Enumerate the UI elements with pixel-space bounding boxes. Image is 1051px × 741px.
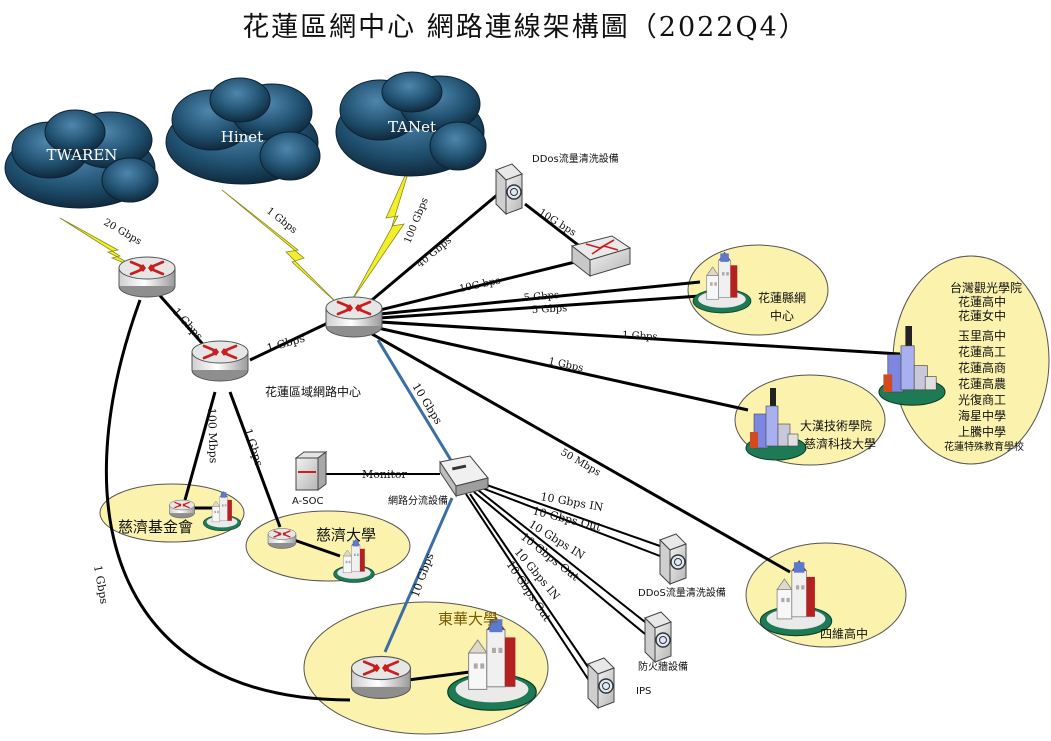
school-item: 花蓮女中 bbox=[958, 308, 1006, 323]
label-r1-ndhu-1g: 1 Gbps bbox=[91, 564, 111, 605]
link-tap-out-5 bbox=[469, 493, 591, 671]
label-county-5g-b: 5 Gbps bbox=[532, 303, 568, 316]
firewall-appliance bbox=[644, 611, 672, 663]
school-item: 花蓮高農 bbox=[958, 376, 1006, 391]
link-r2-foundation bbox=[183, 391, 217, 501]
lightning-hinet bbox=[221, 189, 341, 307]
router-tcu bbox=[267, 527, 297, 550]
ndhu-label: 東華大學 bbox=[438, 610, 498, 628]
siwei-label: 四維高中 bbox=[820, 626, 868, 641]
cloud-label-tanet: TANet bbox=[388, 118, 436, 136]
label-tap-ndhu-10g: 10 Gbps bbox=[409, 551, 437, 599]
label-tanet-100g: 100 Gbps bbox=[403, 196, 431, 245]
tcu-label: 慈濟大學 bbox=[316, 526, 376, 544]
school-item: 花蓮高工 bbox=[958, 344, 1006, 359]
school-item: 台灣觀光學院 bbox=[950, 280, 1022, 295]
router-distribution bbox=[190, 339, 250, 383]
dahan-label-line2: 慈濟科技大學 bbox=[804, 436, 876, 451]
label-twaren-20g: 20 Gbps bbox=[102, 217, 144, 247]
lightning-tanet bbox=[351, 159, 413, 301]
link-tap-out-3 bbox=[477, 489, 646, 623]
link-tap-out-2 bbox=[481, 487, 661, 557]
label-r2-foundation-100m: 100 Mbps bbox=[205, 408, 220, 464]
link-tap-out-1 bbox=[483, 483, 661, 547]
link-core-county-a bbox=[379, 280, 701, 316]
schools-list: 台灣觀光學院 花蓮高中 花蓮女中 玉里高中 花蓮高工 花蓮高商 花蓮高農 光復商… bbox=[944, 280, 1024, 453]
link-core-dahan bbox=[377, 326, 749, 412]
label-r2-core-1g: 1 Gbps bbox=[265, 332, 306, 355]
school-item: 上騰中學 bbox=[958, 424, 1006, 439]
link-tap-out-4 bbox=[473, 491, 646, 635]
cloud-tanet: TANet bbox=[335, 71, 487, 177]
link-r2-core bbox=[249, 320, 331, 362]
router-twaren-edge bbox=[117, 255, 177, 299]
ellipse-tcu bbox=[245, 510, 411, 582]
asoc-server bbox=[294, 451, 328, 491]
school-item: 花蓮高中 bbox=[958, 294, 1006, 309]
ddos-appliance-bottom bbox=[659, 533, 687, 585]
link-r2-tcu bbox=[228, 391, 282, 528]
foundation-label: 慈濟基金會 bbox=[118, 518, 193, 536]
link-core-county-b bbox=[379, 294, 701, 320]
school-item: 花蓮特殊教育學校 bbox=[944, 440, 1024, 453]
label-r1-r2-1g: 1 Gbps bbox=[170, 305, 206, 343]
link-tap-out-6 bbox=[465, 493, 591, 683]
link-r1-r2 bbox=[153, 289, 210, 351]
link-core-siwei bbox=[371, 332, 791, 574]
firewall-label: 防火牆設備 bbox=[638, 660, 688, 673]
label-dahan-1g: 1 Gbps bbox=[547, 356, 584, 374]
ddos-bottom-label: DDoS流量清洗設備 bbox=[638, 586, 726, 599]
tap-label: 網路分流設備 bbox=[388, 494, 448, 507]
router-core bbox=[324, 295, 384, 339]
ips-appliance bbox=[587, 657, 615, 709]
label-r2-tcu-1g: 1 Gbps bbox=[241, 427, 266, 468]
link-lines bbox=[104, 188, 901, 702]
label-schools-1g: 1 Gbps bbox=[622, 330, 658, 343]
cloud-hinet: Hinet bbox=[165, 77, 321, 185]
router-ndhu bbox=[350, 655, 412, 700]
school-item: 花蓮高商 bbox=[958, 360, 1006, 375]
cloud-twaren: TWAREN bbox=[4, 109, 159, 209]
label-hinet-1g: 1 Gbps bbox=[264, 206, 299, 237]
link-core-switch bbox=[379, 260, 576, 312]
school-item: 海星中學 bbox=[958, 408, 1006, 423]
link-ddos-switch bbox=[524, 202, 583, 250]
cloud-label-twaren: TWAREN bbox=[47, 146, 118, 164]
ips-label: IPS bbox=[636, 686, 651, 697]
link-tap-ndhu bbox=[383, 497, 454, 653]
router-foundation bbox=[168, 499, 196, 519]
county-label-line2: 中心 bbox=[770, 308, 794, 323]
link-ndhu-campus bbox=[407, 670, 471, 682]
cloud-label-hinet: Hinet bbox=[221, 128, 263, 146]
label-county-5g-a: 5 Gbps bbox=[523, 290, 559, 304]
link-core-ddos bbox=[371, 188, 504, 302]
core-label: 花蓮區域網路中心 bbox=[265, 384, 361, 399]
label-monitor: Monitor bbox=[362, 468, 408, 481]
dahan-label-line1: 大漢技術學院 bbox=[800, 419, 872, 433]
switch-10g bbox=[570, 235, 632, 278]
school-item: 玉里高中 bbox=[958, 328, 1006, 343]
link-core-tap bbox=[376, 339, 454, 463]
network-tap bbox=[439, 455, 489, 498]
county-label-line1: 花蓮縣網 bbox=[758, 290, 806, 305]
school-item: 光復商工 bbox=[958, 392, 1006, 407]
link-tcu-campus bbox=[293, 538, 341, 558]
ddos-top-label: DDos流量清洗設備 bbox=[532, 152, 619, 165]
link-r1-ndhu bbox=[104, 299, 351, 702]
asoc-label: A-SOC bbox=[292, 496, 323, 507]
label-core-switch-10g: 10G bps bbox=[458, 275, 501, 294]
ddos-appliance-top bbox=[495, 163, 523, 215]
page-title: 花蓮區網中心 網路連線架構圖（2022Q4） bbox=[242, 12, 808, 43]
label-ddos-switch-10g: 10G bps bbox=[536, 207, 577, 238]
label-core-ddos-40g: 40 Gbps bbox=[415, 235, 454, 270]
link-core-schools bbox=[379, 320, 901, 356]
